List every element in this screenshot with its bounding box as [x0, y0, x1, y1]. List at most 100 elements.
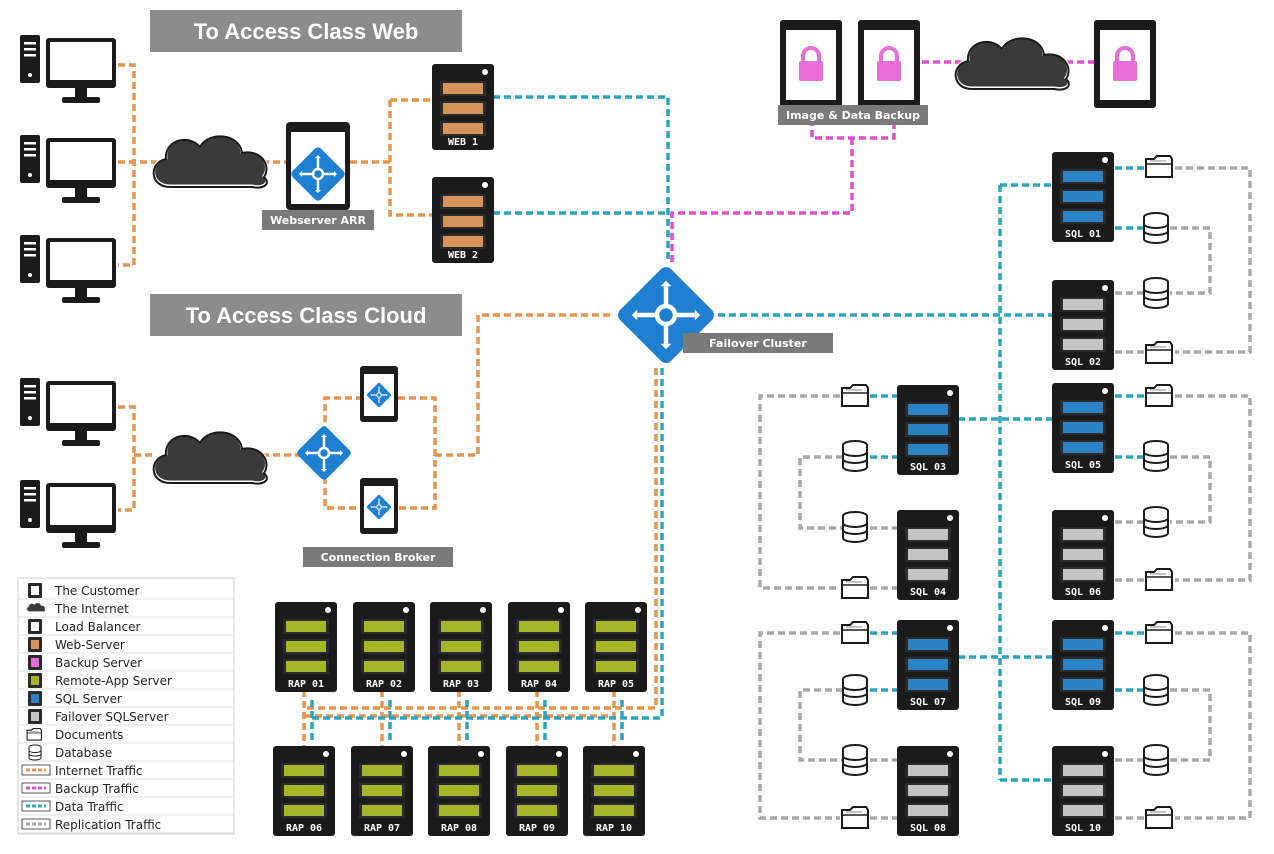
legend-item: Data Traffic: [18, 800, 234, 816]
database-icon: [28, 744, 42, 761]
server-slot: [286, 621, 326, 632]
server-slot: [908, 404, 948, 415]
sql-server-7-label: SQL 07: [910, 697, 946, 708]
server-slot: [443, 103, 483, 114]
load-balancer-icon: [294, 423, 354, 483]
sql-server-6: SQL 06: [1052, 510, 1114, 600]
customer-computer-icon: [20, 378, 116, 446]
remote-app-server-6-label: RAP 06: [286, 823, 322, 834]
legend-item: Load Balancer: [18, 619, 234, 636]
database-icon: [842, 744, 868, 776]
sql-server-3: SQL 03: [897, 385, 959, 475]
customer-icon: [28, 583, 42, 598]
legend-item-label: Backup Server: [55, 656, 142, 670]
documents-icon: [1145, 621, 1173, 644]
backup-cloud-icon: [954, 35, 1071, 92]
failover-cluster-label-text: Failover Cluster: [709, 337, 807, 350]
legend-item: The Customer: [18, 583, 234, 600]
remote-app-server-6: RAP 06: [273, 746, 335, 836]
server-slot: [364, 661, 404, 672]
server-slot: [517, 805, 557, 816]
remote-app-server-5: RAP 05: [585, 602, 647, 692]
sql-server-2-label: SQL 02: [1065, 357, 1101, 368]
server-slot: [362, 765, 402, 776]
server-slot: [1063, 442, 1103, 453]
legend-item-label: The Customer: [54, 584, 139, 598]
remote-app-server-2: RAP 02: [353, 602, 415, 692]
sql-server-icon: [28, 691, 42, 706]
failover-cluster-label-plate: [683, 333, 833, 353]
server-led: [947, 515, 953, 521]
sql-server-5-label: SQL 05: [1065, 460, 1101, 471]
server-slot: [519, 621, 559, 632]
server-led: [482, 69, 488, 75]
internet-traffic-line: [323, 396, 363, 455]
image-data-backup-label-plate: [778, 105, 928, 125]
database-icon: [842, 440, 868, 472]
remote-app-server-5-label: RAP 05: [598, 679, 634, 690]
server-led: [558, 607, 564, 613]
legend-item-label: Remote-App Server: [55, 674, 172, 688]
server-led: [1102, 625, 1108, 631]
documents-icon: [1145, 341, 1173, 364]
server-led: [482, 182, 488, 188]
web-server-1: WEB 1: [432, 64, 494, 150]
remote-app-server-3-label: RAP 03: [443, 679, 479, 690]
connection-lines: [118, 60, 1252, 820]
remote-app-server-7: RAP 07: [351, 746, 413, 836]
legend-item: SQL Server: [18, 691, 234, 708]
documents-icon: [1145, 806, 1173, 829]
documents-icon: [26, 727, 42, 741]
server-led: [1102, 388, 1108, 394]
customer-computer-icon: [20, 480, 116, 548]
repl-traffic-line: [1175, 166, 1252, 354]
repl-traffic-line: [758, 394, 840, 590]
server-slot: [596, 661, 636, 672]
server-slot: [908, 765, 948, 776]
server-led: [1102, 515, 1108, 521]
remote-app-server-10: RAP 10: [583, 746, 645, 836]
legend-item: Internet Traffic: [18, 764, 234, 780]
legend-item-label: Internet Traffic: [55, 764, 143, 778]
documents-icon: [1145, 155, 1173, 178]
sql-server-9: SQL 09: [1052, 620, 1114, 710]
legend-item-label: The Internet: [54, 602, 129, 616]
webserver-arr-label-plate: [262, 210, 374, 230]
banner-class-cloud: To Access Class Cloud: [150, 294, 462, 336]
server-slot: [1063, 211, 1103, 222]
server-led: [478, 751, 484, 757]
server-slot: [596, 641, 636, 652]
server-slot: [908, 529, 948, 540]
server-slot: [908, 424, 948, 435]
server-slot: [1063, 299, 1103, 310]
repl-traffic-line: [1175, 631, 1252, 820]
server-slot: [364, 621, 404, 632]
customer-computer-icon: [20, 35, 116, 103]
legend-item: Database: [18, 744, 234, 762]
server-led: [1102, 157, 1108, 163]
internet-traffic-line: [118, 405, 136, 512]
internet-traffic-line: [435, 313, 614, 457]
remote-app-server-1-label: RAP 01: [288, 679, 324, 690]
legend-item: Failover SQLServer: [18, 709, 234, 726]
internet-traffic-line: [118, 63, 136, 267]
webserver-arr-label-text: Webserver ARR: [270, 214, 366, 227]
repl-traffic-line: [1170, 688, 1212, 762]
server-slot: [284, 765, 324, 776]
server-slot: [443, 83, 483, 94]
server-slot: [443, 236, 483, 247]
repl-traffic-line: [1170, 455, 1212, 524]
server-slot: [1063, 339, 1103, 350]
server-led: [633, 751, 639, 757]
repl-traffic-line: [798, 455, 843, 530]
server-slot: [596, 621, 636, 632]
database-icon: [1143, 674, 1169, 706]
backup-server: [1094, 20, 1156, 108]
repl-traffic-line: [1170, 226, 1212, 295]
sql-server-5: SQL 05: [1052, 383, 1114, 473]
sql-server-6-label: SQL 06: [1065, 587, 1101, 598]
documents-icon: [841, 621, 869, 644]
server-led: [556, 751, 562, 757]
